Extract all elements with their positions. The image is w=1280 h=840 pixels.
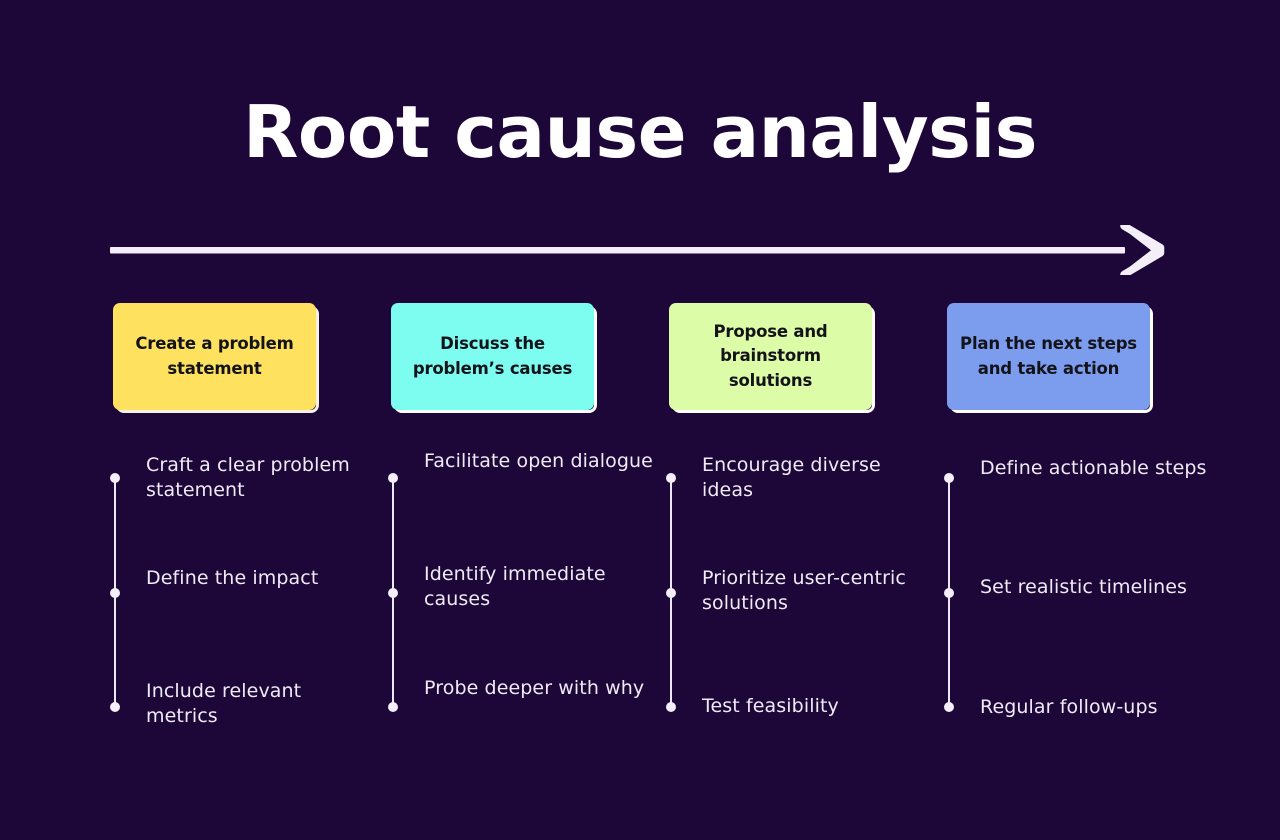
list-item: Probe deeper with why bbox=[424, 677, 645, 699]
stage-detail-column-2: Facilitate open dialogue Identify immedi… bbox=[386, 440, 656, 740]
list-item: Encourage diverse ideas bbox=[702, 454, 881, 501]
timeline-dot-2-3 bbox=[388, 702, 398, 712]
stage-card-3-fill: Propose and brainstorm solutions bbox=[669, 303, 872, 410]
process-flow-arrow bbox=[110, 222, 1166, 279]
stage-card-1[interactable]: Create a problem statement bbox=[113, 303, 322, 416]
timeline-dot-4-3 bbox=[944, 702, 954, 712]
stage-card-2-fill: Discuss the problem’s causes bbox=[391, 303, 594, 410]
timeline-dot-1-1 bbox=[110, 473, 120, 483]
stage-card-2-label: Discuss the problem’s causes bbox=[412, 334, 573, 378]
stage-detail-column-3: Encourage diverse ideas Prioritize user-… bbox=[664, 440, 934, 740]
stage-cards-row: Create a problem statement Discuss the p… bbox=[0, 303, 1280, 421]
stage-card-4-fill: Plan the next steps and take action bbox=[947, 303, 1150, 410]
timeline-dot-4-1 bbox=[944, 473, 954, 483]
list-item: Include relevant metrics bbox=[146, 680, 302, 727]
timeline-dot-2-2 bbox=[388, 588, 398, 598]
stage-card-2[interactable]: Discuss the problem’s causes bbox=[391, 303, 600, 416]
list-item: Craft a clear problem statement bbox=[146, 454, 350, 501]
list-item: Facilitate open dialogue bbox=[424, 450, 653, 472]
timeline-dot-4-2 bbox=[944, 588, 954, 598]
stage-detail-column-4: Define actionable steps Set realistic ti… bbox=[942, 440, 1212, 740]
timeline-dot-3-1 bbox=[666, 473, 676, 483]
timeline-dot-3-3 bbox=[666, 702, 676, 712]
list-item: Set realistic timelines bbox=[980, 576, 1188, 598]
timeline-dot-2-1 bbox=[388, 473, 398, 483]
stage-card-3[interactable]: Propose and brainstorm solutions bbox=[669, 303, 878, 416]
timeline-dot-3-2 bbox=[666, 588, 676, 598]
list-item: Identify immediate causes bbox=[424, 563, 606, 610]
list-item: Test feasibility bbox=[702, 695, 839, 717]
timeline-dot-1-3 bbox=[110, 702, 120, 712]
arrow-right-icon bbox=[110, 222, 1165, 279]
stage-card-3-label: Propose and brainstorm solutions bbox=[713, 321, 828, 390]
stage-card-4-label: Plan the next steps and take action bbox=[960, 334, 1137, 378]
stage-card-4[interactable]: Plan the next steps and take action bbox=[947, 303, 1156, 416]
list-item: Define actionable steps bbox=[980, 457, 1207, 479]
timeline-dot-1-2 bbox=[110, 588, 120, 598]
page-title: Root cause analysis bbox=[242, 90, 1038, 174]
list-item: Prioritize user-centric solutions bbox=[702, 567, 906, 614]
stage-card-1-label: Create a problem statement bbox=[135, 334, 294, 378]
list-item: Regular follow-ups bbox=[980, 696, 1158, 718]
stage-detail-column-1: Craft a clear problem statement Define t… bbox=[108, 440, 378, 740]
stage-details-row: Craft a clear problem statement Define t… bbox=[0, 440, 1280, 740]
stage-card-1-fill: Create a problem statement bbox=[113, 303, 316, 410]
list-item: Define the impact bbox=[146, 567, 319, 589]
